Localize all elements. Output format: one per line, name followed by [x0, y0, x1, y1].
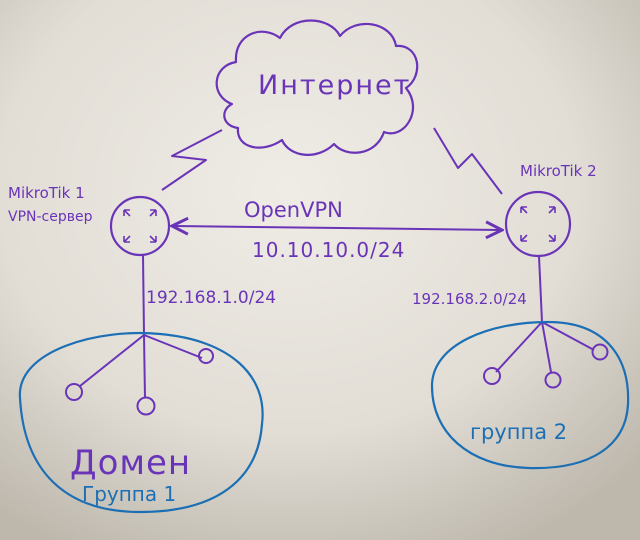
router-2-icon: [504, 190, 572, 258]
group-2-label: группа 2: [470, 420, 568, 444]
internet-cloud: [215, 19, 419, 156]
lan-1-links: [79, 254, 203, 399]
lan-2-links: [495, 255, 595, 373]
internet-label: Интернет: [258, 70, 412, 101]
group-2-outline: [430, 320, 630, 470]
group-1-label: Группа 1: [82, 482, 177, 506]
lan-2-host-3: [591, 343, 609, 361]
lan-1-subnet-label: 192.168.1.0/24: [146, 288, 277, 308]
tunnel-protocol-label: OpenVPN: [244, 198, 343, 222]
router-1-icon: [109, 195, 171, 257]
wan-link-left: [161, 129, 223, 191]
lan-2-subnet-label: 192.168.2.0/24: [412, 290, 527, 308]
wan-link-right: [433, 127, 503, 195]
tunnel-subnet-label: 10.10.10.0/24: [252, 238, 406, 262]
lan-1-host-2: [136, 396, 156, 416]
lan-2-host-1: [483, 367, 501, 385]
lan-1-host-3: [198, 348, 214, 364]
group-1-outline: [18, 332, 264, 514]
lan-1-title: Домен: [70, 443, 192, 483]
router-1-name: MikroTik 1: [8, 184, 85, 202]
lan-1-host-1: [65, 383, 83, 401]
lan-2-host-2: [544, 371, 562, 389]
vpn-tunnel-arrow: [174, 226, 500, 230]
router-2-name: MikroTik 2: [520, 162, 597, 180]
router-1-role: VPN-сервер: [8, 209, 93, 225]
